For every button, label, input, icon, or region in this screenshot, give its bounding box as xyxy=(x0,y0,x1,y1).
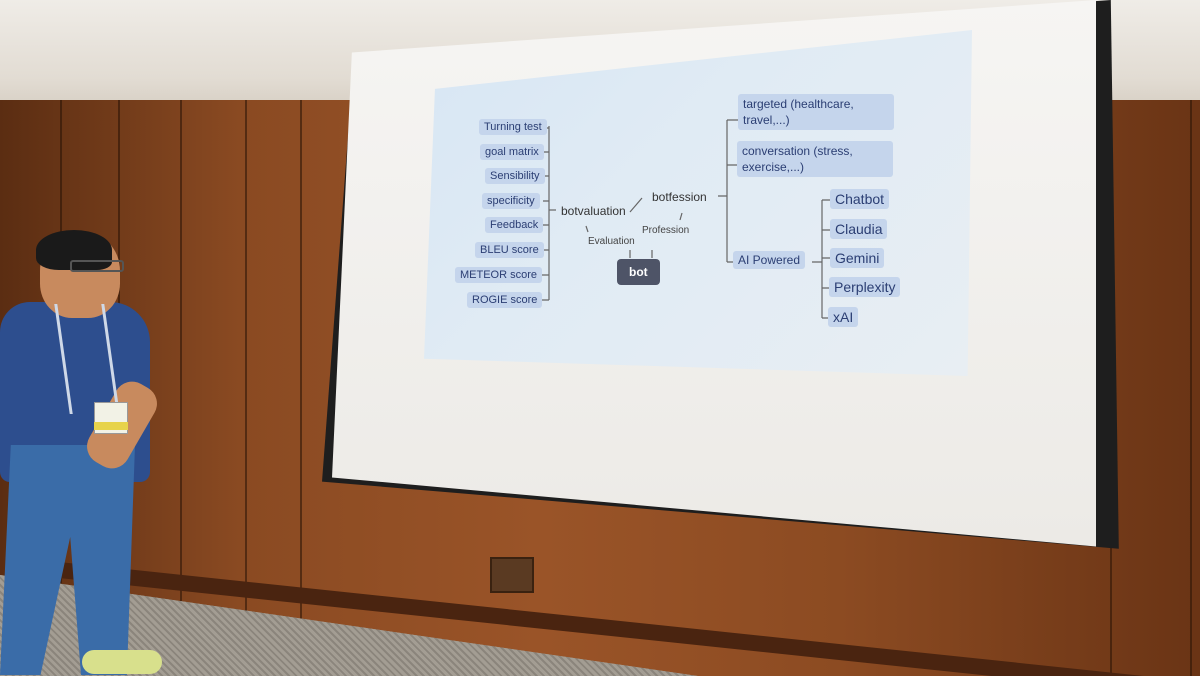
wall-seam xyxy=(1190,100,1192,676)
presenter-hair xyxy=(36,230,112,270)
wall-seam xyxy=(180,100,182,676)
node-botvaluation: botvaluation xyxy=(561,204,626,218)
label-profession: Profession xyxy=(642,225,690,236)
presenter xyxy=(0,230,170,676)
leaf-goal-matrix: goal matrix xyxy=(480,144,544,160)
wall-seam xyxy=(245,100,247,676)
node-ai-powered: AI Powered xyxy=(733,251,806,269)
node-conversation: conversation (stress, exercise,...) xyxy=(737,141,893,177)
leaf-specificity: specificity xyxy=(482,193,540,209)
node-bot-root: bot xyxy=(617,259,660,285)
leaf-rogie-score: ROGIE score xyxy=(467,292,543,308)
leaf-feedback: Feedback xyxy=(485,217,544,233)
name-badge-strip xyxy=(94,422,128,430)
leaf-bleu-score: BLEU score xyxy=(475,242,544,258)
presenter-jeans xyxy=(0,445,135,675)
leaf-claudia: Claudia xyxy=(830,219,888,239)
presenter-shoe xyxy=(82,650,162,674)
glasses-icon xyxy=(70,260,124,272)
leaf-meteor-score: METEOR score xyxy=(455,267,543,283)
node-botfession: botfession xyxy=(652,190,707,204)
label-evaluation: Evaluation xyxy=(588,236,635,247)
leaf-xai: xAI xyxy=(828,307,859,327)
leaf-perplexity: Perplexity xyxy=(829,277,901,297)
node-targeted: targeted (healthcare, travel,...) xyxy=(738,94,894,130)
leaf-gemini: Gemini xyxy=(830,248,885,268)
leaf-turning-test: Turning test xyxy=(479,119,547,135)
wall-outlet xyxy=(490,557,534,593)
leaf-sensibility: Sensibility xyxy=(485,168,545,184)
wall-seam xyxy=(300,100,302,676)
leaf-chatbot: Chatbot xyxy=(830,189,890,209)
